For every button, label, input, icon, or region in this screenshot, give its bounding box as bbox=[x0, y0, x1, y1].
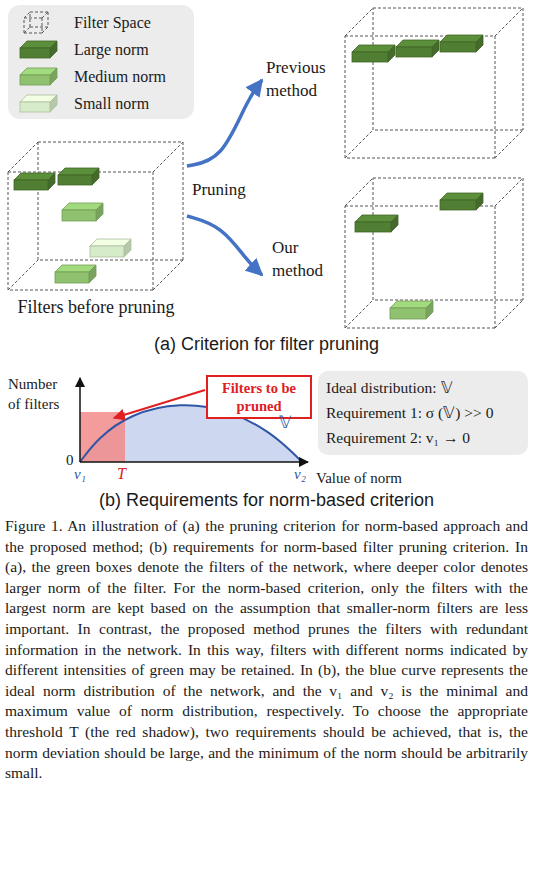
filter-box bbox=[440, 35, 483, 52]
filter-box bbox=[390, 301, 433, 319]
axis-tick: v₂ bbox=[294, 466, 306, 483]
filter-space-cube bbox=[345, 178, 523, 328]
panel-a-illustration bbox=[8, 8, 523, 328]
axis-tick: 0 bbox=[66, 452, 74, 469]
axis-label: Value of norm bbox=[316, 470, 402, 487]
figure-caption: Figure 1. An illustration of (a) the pru… bbox=[5, 516, 528, 784]
filter-space: Previous method bbox=[262, 5, 528, 165]
legend-item: Large norm bbox=[16, 36, 186, 63]
filter-box bbox=[440, 193, 483, 210]
legend-swatch bbox=[16, 38, 60, 62]
node-text: Filters before pruning bbox=[5, 297, 187, 318]
filter-space-cube bbox=[24, 12, 48, 33]
filter-box bbox=[355, 215, 398, 232]
legend-text: Large norm bbox=[74, 41, 149, 59]
process-label: Pruning bbox=[192, 180, 246, 200]
filter-box bbox=[14, 173, 55, 190]
node-text: Requirement 2: v₁ → 0 bbox=[326, 426, 520, 451]
filter-space: Filters before pruning bbox=[5, 138, 187, 318]
leader-arrow bbox=[114, 390, 205, 418]
axis-tick: v₁ bbox=[74, 466, 86, 483]
flow-arrow bbox=[187, 80, 262, 166]
y-axis bbox=[79, 378, 81, 462]
legend-swatch bbox=[16, 65, 60, 89]
filter-box bbox=[20, 95, 57, 112]
filter-box bbox=[20, 41, 57, 58]
legend-item: Small norm bbox=[16, 90, 186, 117]
requirements-box: Ideal distribution: 𝕍Requirement 1: σ (𝕍… bbox=[318, 371, 528, 455]
norm-distribution-chart bbox=[80, 378, 308, 462]
node-text: Filters to be pruned bbox=[212, 379, 306, 415]
legend: Filter SpaceLarge normMedium normSmall n… bbox=[8, 5, 194, 119]
filter-box bbox=[55, 265, 96, 283]
panel-caption: (a) Criterion for filter pruning bbox=[0, 334, 533, 355]
legend-item: Medium norm bbox=[16, 63, 186, 90]
panel-caption: (b) Requirements for norm-based criterio… bbox=[0, 490, 533, 511]
filter-box bbox=[62, 203, 103, 221]
filter-box bbox=[20, 68, 57, 85]
node-text: Requirement 1: σ (𝕍) >> 0 bbox=[326, 401, 520, 426]
filter-space-cube bbox=[8, 142, 183, 290]
threshold-label: T bbox=[117, 465, 126, 483]
filter-space-symbol bbox=[16, 11, 60, 35]
filter-box bbox=[396, 40, 439, 57]
callout-box: Filters to be pruned bbox=[206, 375, 312, 419]
filter-box bbox=[58, 168, 99, 185]
legend-item: Filter Space bbox=[16, 9, 186, 36]
flow-arrow bbox=[187, 216, 262, 275]
legend-text: Filter Space bbox=[74, 14, 151, 32]
node-text: Our method bbox=[272, 237, 334, 283]
curve-label: 𝕍 bbox=[279, 412, 291, 433]
legend-text: Small norm bbox=[74, 95, 149, 113]
filter-box bbox=[90, 239, 131, 257]
legend-swatch bbox=[16, 92, 60, 116]
node-text: Ideal distribution: 𝕍 bbox=[326, 376, 520, 401]
node-text: Previous method bbox=[266, 57, 338, 103]
filter-space-cube bbox=[345, 8, 523, 158]
axis-label: Number of filters bbox=[8, 374, 68, 415]
x-axis bbox=[80, 461, 308, 463]
filter-box bbox=[352, 45, 395, 62]
legend-text: Medium norm bbox=[74, 68, 166, 86]
filter-space: Our method bbox=[262, 175, 528, 333]
